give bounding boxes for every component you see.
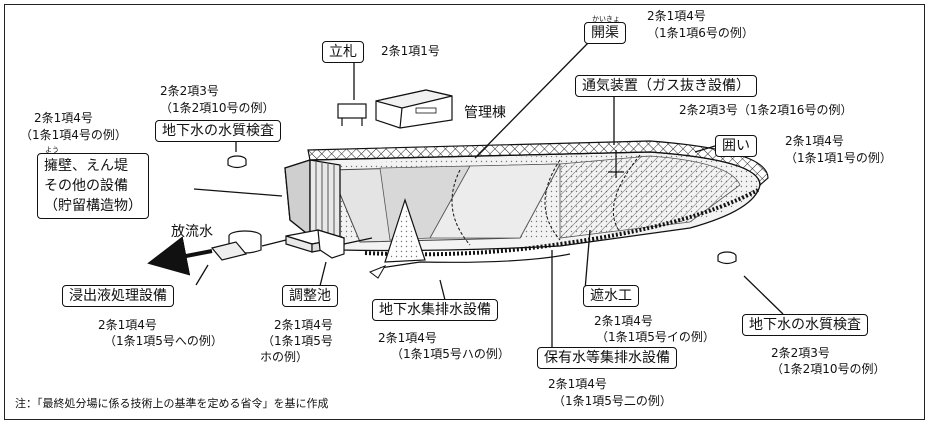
groundwater-pipe [379,253,571,269]
bottom-liner [364,188,759,257]
ref-groundwater-drainage-1: 2条1項4号 [378,331,437,345]
ref-groundwater-left-2: （1条2項10号の例） [160,101,275,115]
label-impermeable-work: 遮水工 [583,285,639,307]
ref-gas-vent: 2条2項3号（1条2項16号の例） [679,103,853,117]
label-enclosure: 囲い [715,135,757,157]
leader-lines [193,41,784,355]
ref-leachate-2: （1条1項5号への例） [104,334,223,348]
ref-enclosure-1: 2条1項4号 [785,134,844,148]
retaining-wall-line-3: （貯留構造物） [44,198,142,214]
leachate-treatment-facility [210,230,262,261]
leachate-pipe [261,239,287,247]
ref-leachate-1: 2条1項4号 [98,318,157,332]
ref-retaining-wall-1: 2条1項4号 [34,111,93,125]
groundwater-well-left [227,155,247,169]
ref-groundwater-left-1: 2条2項3号 [160,84,219,98]
label-notice-board: 立札 [322,41,364,63]
ref-retaining-wall-2: （1条1項4号の例） [20,128,127,142]
label-leachate-treatment: 浸出液処理設備 [62,285,174,307]
landfill-basin [284,151,761,252]
ref-regulating-pond-3: ホの例） [260,350,309,364]
ref-notice-board: 2条1項1号 [381,44,440,58]
label-regulating-pond: 調整池 [282,285,338,307]
regulating-pond [285,229,345,259]
ref-regulating-pond-1: 2条1項4号 [274,318,333,332]
ref-groundwater-right-2: （1条2項10号の例） [771,362,886,376]
ref-impermeable-2: （1条1項5号イの例） [596,330,715,344]
ref-regulating-pond-2: （1条1項5号 [262,334,333,348]
label-groundwater-quality-right: 地下水の水質検査 [742,314,868,336]
admin-building [375,89,453,129]
ref-retained-water-2: （1条1項5号二の例） [553,394,672,408]
groundwater-well-right [717,251,737,265]
ruby-open-channel: かいきょ [592,15,620,23]
retaining-wall-line-2: その他の設備 [44,178,128,194]
label-groundwater-drainage: 地下水集排水設備 [372,299,498,321]
ref-open-channel-1: 2条1項4号 [647,9,706,23]
label-gas-vent: 通気装置（ガス抜き設備） [575,75,757,97]
discharge-arrow [147,236,213,276]
ref-impermeable-1: 2条1項4号 [594,314,653,328]
label-discharge-water: 放流水 [171,224,213,240]
ref-open-channel-2: （1条1項6号の例） [647,26,754,40]
gas-vent-pipe [608,150,624,178]
footnote: 注：「最終処分場に係る技術上の基準を定める省令」を基に作成 [15,397,329,410]
label-retaining-wall: 擁壁、えん堤 その他の設備 （貯留構造物） [37,153,149,219]
diagram-frame [4,4,925,420]
label-groundwater-quality-left: 地下水の水質検査 [155,120,281,142]
ref-retained-water-1: 2条1項4号 [548,377,607,391]
notice-board [337,103,367,126]
ref-groundwater-drainage-2: （1条1項5号ハの例） [391,347,510,361]
ref-groundwater-right-1: 2条2項3号 [771,346,830,360]
retaining-wall-line-1: 擁壁、えん堤 [44,158,128,174]
ruby-retaining: よう [45,146,59,154]
label-open-channel: 開渠 [584,22,626,44]
ref-enclosure-2: （1条1項1号の例） [785,151,892,165]
label-retained-water-drainage: 保有水等集排水設備 [537,347,677,369]
fence-band [307,140,769,187]
label-admin-building: 管理棟 [464,105,506,121]
